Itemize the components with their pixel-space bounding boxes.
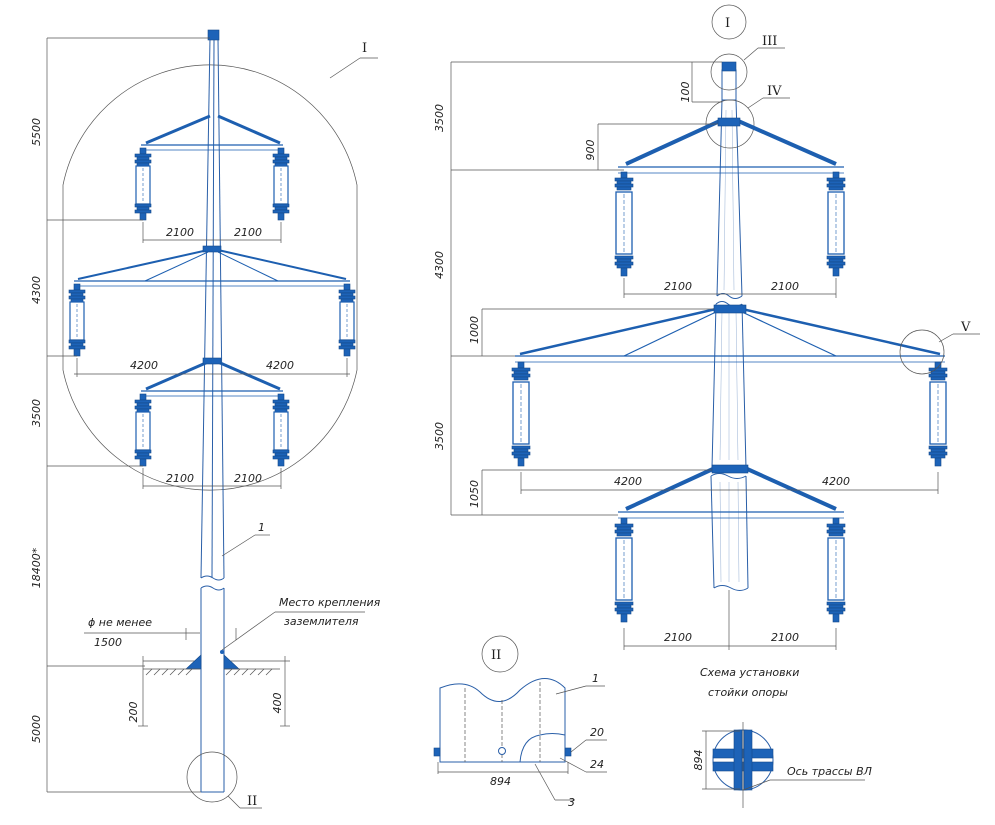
dim-3500: 3500 <box>30 399 43 427</box>
callout-II-label: II <box>247 794 257 809</box>
detail-II-label-20: 20 <box>590 726 604 739</box>
rdim-low-right: 2100 <box>771 631 799 644</box>
rdim-1050: 1050 <box>468 480 481 508</box>
detail-II: II <box>433 635 607 801</box>
detail-II-title: II <box>491 648 501 663</box>
rdim-3500-low: 3500 <box>433 422 446 450</box>
callout-IV: IV <box>767 84 782 99</box>
callout-II-circle <box>186 751 238 803</box>
rdim-1000: 1000 <box>468 316 481 344</box>
right-crossarm-top <box>614 117 846 277</box>
rdim-4300: 4300 <box>433 251 446 279</box>
ground-text-1: ϕ не менее <box>88 616 152 629</box>
callout-I-label: I <box>362 41 367 56</box>
dim-low-right: 2100 <box>234 472 262 485</box>
detail-II-dim-894: 894 <box>490 775 511 788</box>
grounding-note-2: заземлителя <box>284 615 359 628</box>
callout-region-I <box>62 64 358 491</box>
callout-III: III <box>762 34 777 49</box>
rdim-low-left: 2100 <box>664 631 692 644</box>
left-horizontal-dims <box>74 222 350 489</box>
left-crossarm-top <box>134 114 290 221</box>
detail-II-label-1: 1 <box>592 672 599 685</box>
left-crossarm-low <box>134 357 290 467</box>
right-crossarm-low <box>614 464 846 623</box>
rdim-mid-right: 4200 <box>822 475 850 488</box>
dim-low-left: 2100 <box>166 472 194 485</box>
detail-II-label-3: 3 <box>568 796 575 809</box>
dim-top-right: 2100 <box>234 226 262 239</box>
rdim-top-left: 2100 <box>664 280 692 293</box>
rdim-top-right: 2100 <box>771 280 799 293</box>
right-vertical-dims <box>450 61 722 516</box>
scheme-title-1: Схема установки <box>700 666 799 679</box>
left-pole <box>200 29 225 793</box>
callout-V: V <box>960 320 971 335</box>
dim-4300: 4300 <box>30 276 43 304</box>
right-horizontal-dims <box>520 278 939 650</box>
ground-dim-200: 200 <box>127 702 140 723</box>
pole-label-1: 1 <box>258 521 265 534</box>
rdim-mid-left: 4200 <box>614 475 642 488</box>
scheme-dim-894: 894 <box>692 750 705 771</box>
right-view: I III IV <box>433 4 980 650</box>
dim-mid-right: 4200 <box>266 359 294 372</box>
dim-top-left: 2100 <box>166 226 194 239</box>
ground-section <box>84 611 365 727</box>
rdim-100: 100 <box>679 82 692 103</box>
rdim-900: 900 <box>584 140 597 161</box>
scheme-axis-label: Ось трассы ВЛ <box>787 765 872 778</box>
right-crossarm-mid <box>511 304 948 467</box>
right-pole <box>710 61 749 591</box>
left-view: I <box>30 29 381 809</box>
grounding-note-1: Место крепления <box>279 596 381 609</box>
ground-text-2: 1500 <box>94 636 122 649</box>
detail-II-label-24: 24 <box>590 758 604 771</box>
dim-18400: 18400* <box>30 547 43 588</box>
rdim-3500-top: 3500 <box>433 104 446 132</box>
detail-I-title: I <box>725 16 730 31</box>
dim-5000: 5000 <box>30 715 43 743</box>
ground-dim-400: 400 <box>271 693 284 714</box>
scheme: Схема установки стойки опоры <box>700 666 865 808</box>
dim-5500: 5500 <box>30 118 43 146</box>
scheme-title-2: стойки опоры <box>708 686 788 699</box>
detail-II-title-circle <box>481 635 519 673</box>
left-vertical-dims <box>46 37 210 793</box>
detail-I-title-circle <box>711 4 747 40</box>
dim-mid-left: 4200 <box>130 359 158 372</box>
left-crossarm-mid <box>68 245 356 357</box>
